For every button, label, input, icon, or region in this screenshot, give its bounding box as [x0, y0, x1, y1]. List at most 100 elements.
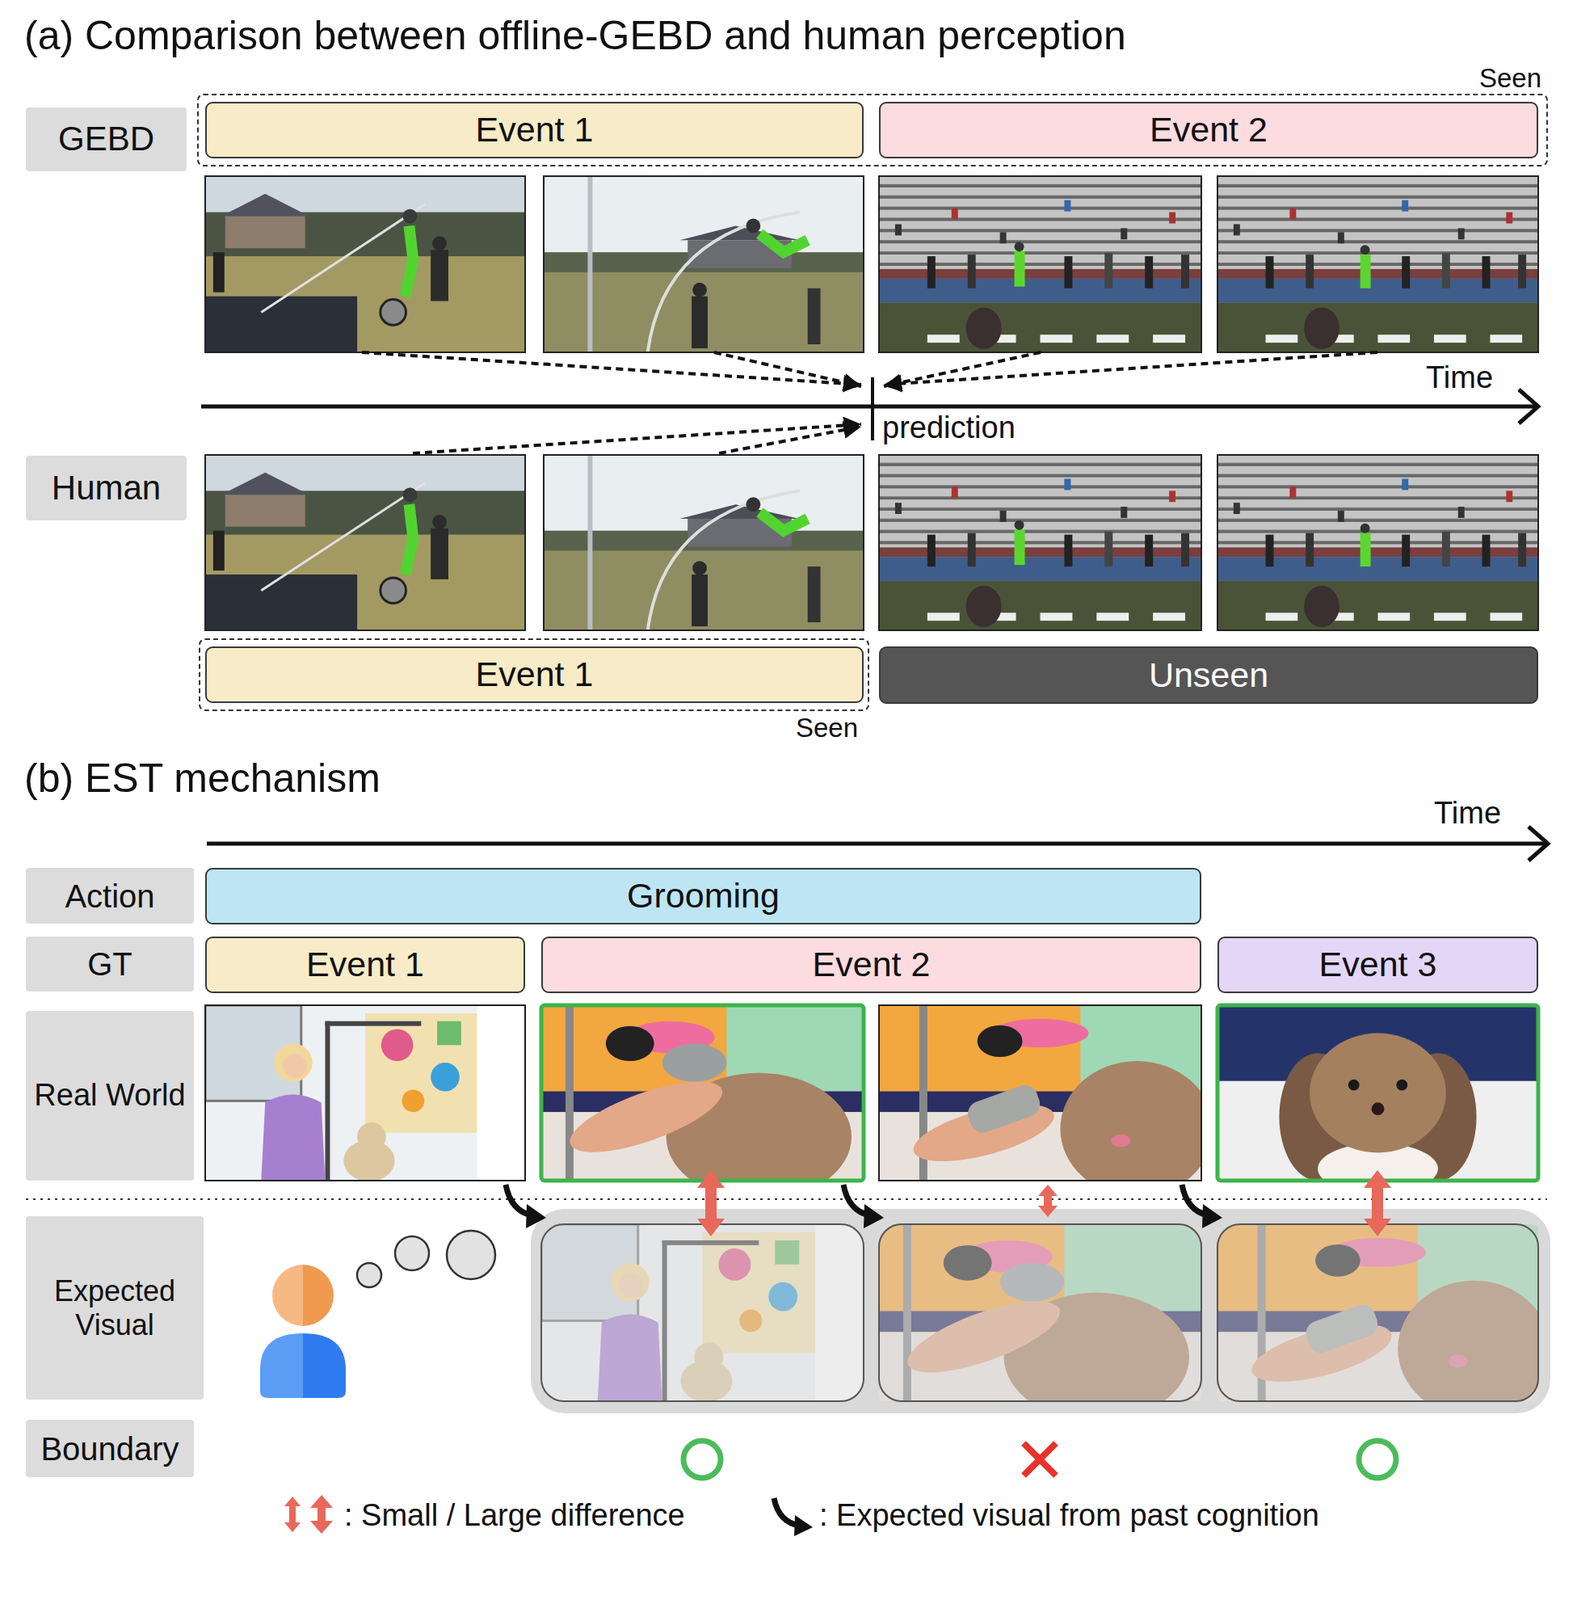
row-label: Real World — [25, 1010, 194, 1181]
photo-row — [205, 176, 1539, 353]
difference-arrows — [697, 1169, 1392, 1237]
illustration-part — [541, 1005, 864, 1181]
illustration-part — [205, 454, 1539, 631]
illustration-part — [543, 176, 864, 353]
illustration-part — [883, 352, 1378, 385]
event-bar: Event 1 — [205, 101, 864, 159]
node-text: Grooming — [620, 875, 787, 916]
photo-row — [205, 1005, 1539, 1201]
node-text: Action — [58, 877, 161, 915]
legend-entry: : Small / Large difference — [274, 1492, 686, 1537]
event-bar: Event 3 — [1217, 936, 1539, 993]
illustration-part — [525, 1203, 547, 1228]
illustration-part — [260, 1333, 303, 1398]
illustration-part — [1217, 454, 1539, 631]
illustration-part — [302, 1333, 346, 1398]
illustration-part — [541, 1223, 864, 1402]
illustration-part — [541, 1005, 864, 1201]
node-text: Event 3 — [1312, 944, 1444, 985]
illustration-part — [357, 1262, 382, 1287]
seen-region: SeenEvent 1 — [198, 638, 870, 711]
row-label: Human — [25, 455, 187, 521]
illustration-part — [1023, 1442, 1056, 1476]
legend-entry: : Expected visual from past cognition — [767, 1492, 1320, 1537]
illustration-part — [205, 454, 526, 631]
expectation-arrows — [505, 1184, 1223, 1228]
illustration-part — [395, 1236, 429, 1271]
illustration-part — [206, 841, 1547, 846]
illustration-part — [543, 454, 864, 631]
illustration-part — [446, 1230, 496, 1279]
legend-text: : Expected visual from past cognition — [819, 1497, 1320, 1533]
person-icon — [260, 1264, 346, 1398]
illustration-part — [272, 1264, 303, 1326]
axis-label: prediction — [882, 410, 1016, 446]
thought-bubbles — [357, 1230, 496, 1287]
legend-symbol-part — [284, 1496, 301, 1532]
illustration-part — [1217, 1223, 1539, 1401]
illustration-part — [1358, 1440, 1397, 1478]
illustration-part — [201, 404, 1537, 409]
illustration-part — [878, 1223, 1202, 1401]
illustration-part — [843, 1184, 884, 1228]
illustration-part — [1217, 176, 1539, 353]
node-text: Event 2 — [1143, 109, 1275, 150]
axis-label: Time — [1434, 795, 1502, 832]
illustration-part — [878, 1223, 1202, 1422]
time-axis — [206, 826, 1548, 861]
illustration-part — [1217, 1223, 1551, 1418]
panel-heading: (b) EST mechanism — [24, 755, 381, 803]
event-bar: Event 2 — [878, 101, 1539, 159]
event-bar: Event 1 — [205, 646, 864, 703]
illustration-part — [697, 1169, 725, 1237]
node-text: Boundary — [33, 1429, 186, 1468]
node-text: Expected Visual — [25, 1274, 204, 1342]
illustration-part — [1217, 1005, 1539, 1195]
illustration-part — [863, 1203, 884, 1228]
illustration-part — [205, 176, 526, 353]
photo-row — [205, 454, 1539, 631]
illustration-part — [205, 176, 526, 353]
illustration-part — [1023, 1442, 1056, 1476]
row-label: GEBD — [25, 107, 187, 172]
boundary-marks — [683, 1440, 1397, 1478]
node-text: Event 1 — [299, 944, 431, 985]
illustration-part — [1181, 1184, 1223, 1228]
illustration-part — [205, 1005, 526, 1182]
illustration-part — [505, 1184, 547, 1228]
legend-text: : Small / Large difference — [344, 1497, 686, 1533]
illustration-part — [1023, 1442, 1056, 1476]
time-axis — [201, 389, 1539, 424]
illustration-part — [205, 1005, 526, 1181]
illustration-part — [1202, 1203, 1223, 1228]
illustration-part — [1038, 1184, 1058, 1217]
illustration-part — [878, 454, 1202, 631]
node-text: Real World — [27, 1077, 192, 1114]
node-text: Event 2 — [806, 944, 938, 985]
illustration-part — [541, 1223, 864, 1401]
illustration-part — [1217, 1223, 1551, 1418]
illustration-part — [1217, 454, 1539, 631]
illustration-part — [205, 1005, 1202, 1181]
illustration-part — [878, 1223, 1202, 1422]
separator — [25, 1198, 1548, 1200]
node-text: GT — [80, 945, 139, 983]
legend-symbol — [767, 1492, 815, 1537]
illustration-part — [883, 352, 1041, 387]
illustration-part — [878, 1005, 1202, 1181]
expected-frames — [541, 1223, 1539, 1401]
event-bar: Event 2 — [541, 936, 1202, 993]
illustration-part — [714, 352, 862, 387]
illustration-part — [541, 1223, 864, 1402]
node-text: GEBD — [51, 119, 161, 159]
illustration-part — [543, 454, 864, 631]
illustration-part — [205, 176, 1539, 353]
node-text: Human — [45, 468, 168, 508]
row-label: Action — [25, 867, 194, 924]
legend-symbol-part — [310, 1494, 333, 1534]
illustration-part — [1518, 389, 1539, 424]
region-heading: Seen — [795, 712, 858, 744]
event-bar: Event 1 — [205, 936, 526, 993]
seen-region: SeenEvent 1Event 2 — [197, 93, 1548, 167]
node-text: Event 1 — [469, 654, 601, 694]
